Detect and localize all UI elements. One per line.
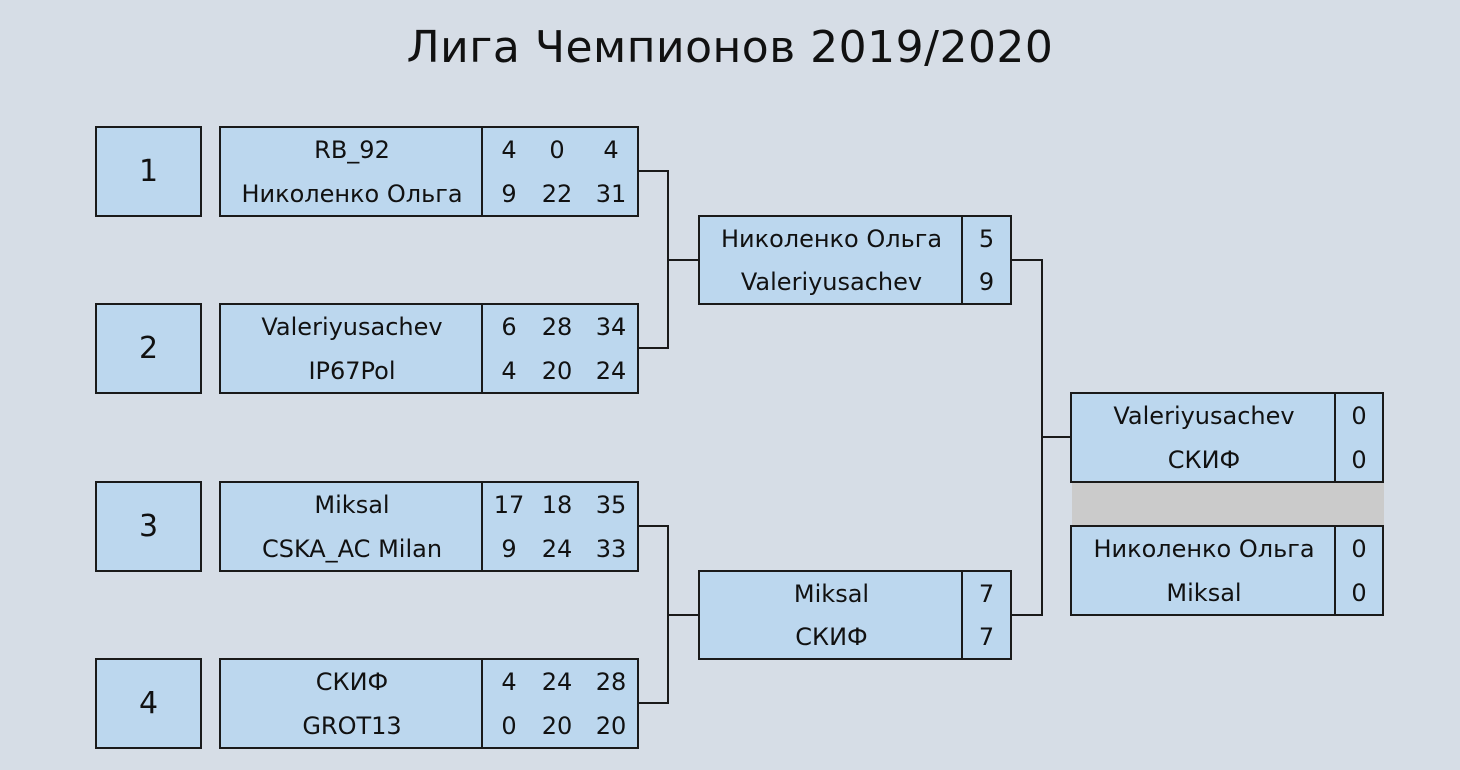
score-cell: 28: [541, 313, 573, 341]
bracket-connector: [639, 170, 669, 172]
score-cell: 24: [541, 535, 573, 563]
score-cell: 4: [501, 136, 517, 164]
score-cell: 24: [595, 357, 627, 385]
seed-number: 4: [138, 686, 159, 721]
match-box-semi-1: Николенко Ольга Valeriyusachev 5 9: [698, 215, 1012, 305]
seed-number: 1: [138, 154, 159, 189]
score-cell: 0: [1351, 446, 1367, 474]
score-cell: 18: [541, 491, 573, 519]
score-cell: 0: [1351, 579, 1367, 607]
bracket-connector: [639, 347, 669, 349]
seed-box-3: 3: [95, 481, 202, 572]
team-name: Николенко Ольга: [1093, 535, 1315, 563]
bracket-connector: [1012, 614, 1043, 616]
score-cell: 0: [1351, 535, 1367, 563]
score-cell: 0: [501, 712, 517, 740]
team-name: Valeriyusachev: [261, 313, 443, 341]
team-name: IP67Pol: [308, 357, 396, 385]
team-name: СКИФ: [795, 622, 868, 651]
score-cell: 28: [595, 668, 627, 696]
match-box-r1-3: Miksal CSKA_AC Milan 17 18 35 9 24 33: [219, 481, 639, 572]
match-box-r1-1: RB_92 Николенко Ольга 4 0 4 9 22 31: [219, 126, 639, 217]
score-divider: [481, 305, 483, 392]
score-cell: 7: [978, 622, 995, 651]
score-cell: 7: [978, 579, 995, 608]
match-box-final: Valeriyusachev СКИФ 0 0: [1070, 392, 1384, 483]
score-cell: 4: [501, 668, 517, 696]
team-name: Miksal: [314, 491, 390, 519]
seed-number: 3: [138, 509, 159, 544]
seed-box-2: 2: [95, 303, 202, 394]
score-cell: 34: [595, 313, 627, 341]
score-cell: 35: [595, 491, 627, 519]
team-name: Николенко Ольга: [241, 180, 463, 208]
team-name: Николенко Ольга: [720, 224, 943, 253]
score-cell: 0: [1351, 402, 1367, 430]
score-cell: 20: [541, 712, 573, 740]
score-cell: 20: [541, 357, 573, 385]
team-name: CSKA_AC Milan: [261, 535, 443, 563]
score-cell: 33: [595, 535, 627, 563]
team-name: Miksal: [793, 579, 870, 608]
score-divider: [961, 217, 963, 303]
team-name: Valeriyusachev: [1113, 402, 1295, 430]
score-cell: 6: [501, 313, 517, 341]
score-divider: [1334, 527, 1336, 614]
score-cell: 9: [501, 180, 517, 208]
team-name: СКИФ: [1167, 446, 1241, 474]
match-box-semi-2: Miksal СКИФ 7 7: [698, 570, 1012, 660]
bracket-connector: [1012, 259, 1043, 261]
score-divider: [1334, 394, 1336, 481]
page-title: Лига Чемпионов 2019/2020: [406, 22, 1054, 73]
seed-box-4: 4: [95, 658, 202, 749]
score-cell: 5: [978, 224, 995, 253]
team-name: Miksal: [1166, 579, 1242, 607]
team-name: Valeriyusachev: [740, 267, 923, 296]
bracket-connector: [667, 259, 698, 261]
bracket-connector: [1041, 436, 1070, 438]
score-cell: 24: [541, 668, 573, 696]
team-name: RB_92: [314, 136, 390, 164]
score-divider: [481, 128, 483, 215]
team-name: СКИФ: [315, 668, 389, 696]
match-box-third-place: Николенко Ольга Miksal 0 0: [1070, 525, 1384, 616]
separator-strip: [1072, 483, 1384, 525]
team-name: GROT13: [302, 712, 402, 740]
score-cell: 20: [595, 712, 627, 740]
match-box-r1-2: Valeriyusachev IP67Pol 6 28 34 4 20 24: [219, 303, 639, 394]
bracket-connector: [667, 614, 698, 616]
score-cell: 4: [603, 136, 619, 164]
score-cell: 17: [493, 491, 525, 519]
score-cell: 31: [595, 180, 627, 208]
score-cell: 9: [501, 535, 517, 563]
match-box-r1-4: СКИФ GROT13 4 24 28 0 20 20: [219, 658, 639, 749]
score-cell: 9: [978, 267, 995, 296]
score-cell: 0: [549, 136, 565, 164]
bracket-connector: [639, 525, 669, 527]
bracket-connector: [639, 702, 669, 704]
score-divider: [481, 483, 483, 570]
score-cell: 4: [501, 357, 517, 385]
seed-box-1: 1: [95, 126, 202, 217]
score-divider: [481, 660, 483, 747]
score-cell: 22: [541, 180, 573, 208]
seed-number: 2: [138, 331, 159, 366]
score-divider: [961, 572, 963, 658]
